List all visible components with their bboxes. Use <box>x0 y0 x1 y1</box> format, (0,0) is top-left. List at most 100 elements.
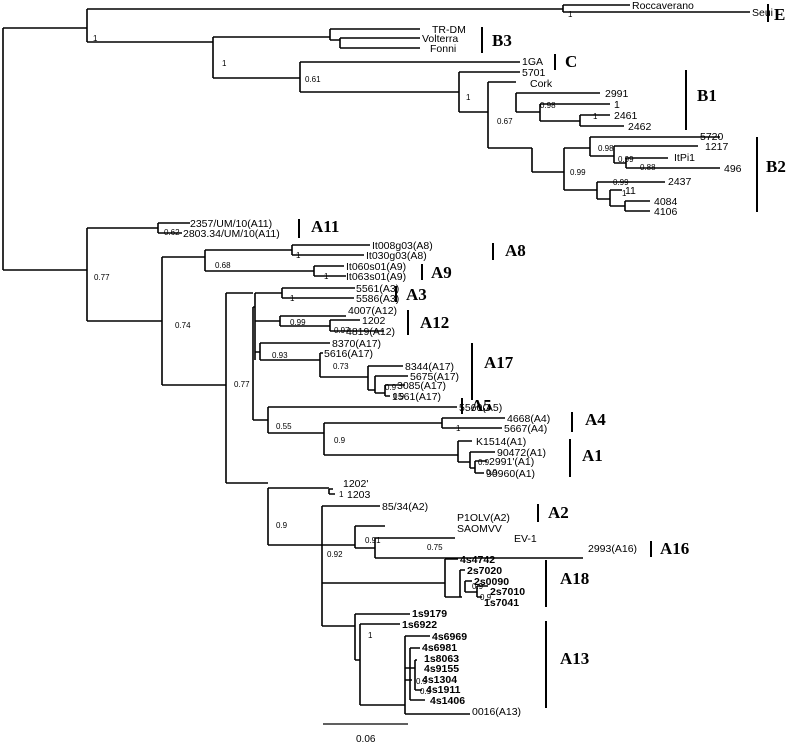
leaf-label: Roccaverano <box>632 0 694 12</box>
scale-bar-label: 0.06 <box>356 734 376 744</box>
leaf-label: 8344(A17) <box>405 361 454 373</box>
leaf-label: 2s7010 <box>490 586 525 598</box>
support-value: 0.9 <box>472 582 484 591</box>
leaf-label: 1s8063 <box>424 653 459 665</box>
branch <box>212 36 330 79</box>
clade-label: B1 <box>697 86 717 105</box>
support-value: 0.73 <box>333 362 349 371</box>
leaf-label: TR-DM <box>432 24 466 36</box>
leaf-label: 1 <box>614 99 620 111</box>
clade-label: A5 <box>471 396 492 415</box>
branch <box>161 256 226 386</box>
leaf-label: 4s1406 <box>430 695 465 707</box>
clade-label: A1 <box>582 446 603 465</box>
leaf-label: 1203 <box>347 489 371 501</box>
branch <box>299 61 520 93</box>
support-value: 1 <box>456 424 461 433</box>
support-value: 0.74 <box>175 321 191 330</box>
leaf-label: It008g03(A8) <box>372 240 433 252</box>
leaf-label: It063s01(A9) <box>346 271 406 283</box>
support-value: 0.62 <box>164 228 180 237</box>
support-value: 0.92 <box>327 550 343 559</box>
branch <box>515 92 600 113</box>
leaf-label: 5675(A17) <box>410 371 459 383</box>
leaf-label: 4s1911 <box>426 684 461 696</box>
branch <box>457 440 472 463</box>
branch <box>414 659 422 691</box>
leaf-label: Fonni <box>430 43 456 55</box>
leaf-label: 5667(A4) <box>504 423 547 435</box>
support-value: 1 <box>324 272 329 281</box>
support-value: 0.91 <box>365 536 381 545</box>
support-value: 0.9 <box>276 521 288 530</box>
branch <box>487 81 532 149</box>
support-value: 0.77 <box>234 380 250 389</box>
leaf-label: 1202' <box>343 478 368 490</box>
support-value: 1 <box>368 631 373 640</box>
branch <box>323 422 458 456</box>
support-value: 0.93 <box>272 351 288 360</box>
branch <box>409 647 425 701</box>
branch <box>281 287 355 299</box>
branch <box>374 537 583 559</box>
support-value: 0.9 <box>393 392 405 401</box>
leaf-label: 8370(A17) <box>332 338 381 350</box>
support-value: 0.98 <box>598 144 614 153</box>
leaf-label: 5561(A3) <box>356 283 399 295</box>
leaf-label: 1s9179 <box>412 608 447 620</box>
branch <box>531 148 564 173</box>
support-value: 0.88 <box>640 163 656 172</box>
branch <box>589 136 720 157</box>
branch <box>267 487 329 546</box>
leaf-label: 5720 <box>700 131 724 143</box>
branch <box>613 145 698 164</box>
leaf-label: 4819(A12) <box>346 326 395 338</box>
support-value: 0.9 <box>416 677 428 686</box>
branch <box>367 365 403 391</box>
branch <box>609 189 625 207</box>
leaf-label: 0016(A13) <box>472 706 521 718</box>
branch <box>267 406 457 434</box>
leaf-label: 496 <box>724 163 742 175</box>
leaf-label: 5560(A5) <box>459 402 502 414</box>
branch <box>458 71 520 113</box>
leaf-label: 2803.34/UM/10(A11) <box>183 228 280 240</box>
support-value: 1 <box>93 34 98 43</box>
support-value: 1 <box>290 294 295 303</box>
leaf-label: 4s1304 <box>422 674 457 686</box>
branch <box>469 451 495 469</box>
branch <box>444 558 460 598</box>
support-value: 0.99 <box>290 318 306 327</box>
leaf-label: 4s9155 <box>424 663 459 675</box>
leaf-label: 4s4742 <box>460 554 495 566</box>
support-value: 0.75 <box>427 543 443 552</box>
clade-label: A16 <box>660 539 689 558</box>
leaf-label: 2991 <box>605 88 629 100</box>
leaf-label: 1GA <box>522 56 543 68</box>
leaf-label: 2357/UM/10(A11) <box>190 218 272 230</box>
leaf-label: Seui <box>752 7 773 19</box>
branch <box>291 244 370 256</box>
leaf-label: 5701 <box>522 67 546 79</box>
leaf-label: 90472(A1) <box>497 447 546 459</box>
branch <box>204 249 314 272</box>
leaf-label: K1514(A1) <box>476 436 526 448</box>
leaf-label: 4668(A4) <box>507 413 550 425</box>
clade-label: A13 <box>560 649 589 668</box>
branch <box>2 27 87 271</box>
branch <box>254 321 260 360</box>
clade-label: A11 <box>311 217 339 236</box>
branch <box>384 384 405 397</box>
branch <box>86 8 563 43</box>
leaf-label: 3085(A17) <box>397 380 446 392</box>
clade-label: A8 <box>505 241 526 260</box>
leaf-label: 4s6969 <box>432 631 467 643</box>
branch <box>404 635 470 715</box>
support-value: 0.99 <box>613 178 629 187</box>
branch <box>321 505 380 626</box>
leaf-label: 1202 <box>362 315 386 327</box>
support-value: 1 <box>622 189 627 198</box>
branch <box>329 319 384 332</box>
branch <box>596 181 665 200</box>
